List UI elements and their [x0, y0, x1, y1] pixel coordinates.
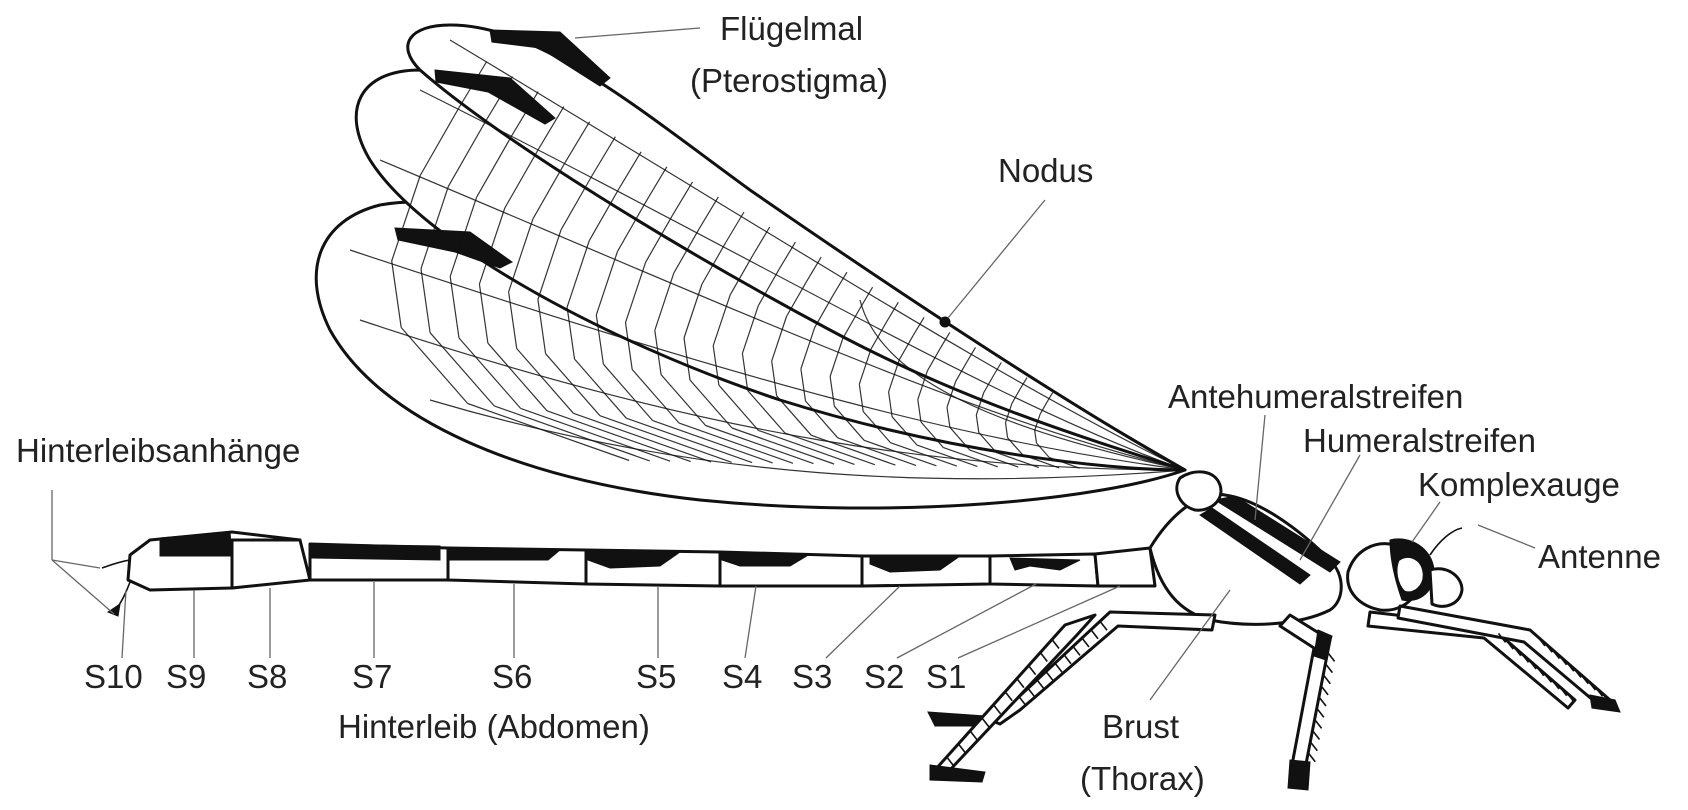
label-abdomen: Hinterleib (Abdomen) — [338, 708, 650, 745]
label-segment: S6 — [492, 658, 532, 695]
label-segment: S3 — [792, 658, 832, 695]
leader-s4 — [745, 586, 756, 658]
label-segment: S5 — [636, 658, 676, 695]
leg-spine — [1313, 731, 1320, 740]
label-compound-eye: Komplexauge — [1418, 466, 1620, 503]
leg-spine — [1319, 697, 1326, 706]
eye-highlight — [1396, 556, 1424, 592]
label-humeral: Humeralstreifen — [1303, 422, 1536, 459]
appendage-upper — [102, 560, 130, 568]
segment-s1 — [1095, 548, 1155, 586]
label-pterostigma-line1: Flügelmal — [720, 10, 863, 47]
leg-spine — [1308, 753, 1315, 762]
leg-spine — [1323, 675, 1330, 684]
face — [1430, 569, 1462, 607]
segment-s9-top — [160, 532, 232, 556]
leader-humeral — [1300, 455, 1360, 560]
label-thorax-line1: Brust — [1102, 708, 1179, 745]
leader-pterostigma — [575, 28, 700, 38]
label-pterostigma-line2: (Pterostigma) — [690, 62, 888, 99]
leader-s1 — [958, 586, 1120, 658]
head — [1348, 528, 1462, 610]
leader-compound-eye — [1412, 502, 1440, 542]
label-segment: S9 — [166, 658, 206, 695]
label-nodus: Nodus — [998, 152, 1093, 189]
label-segment: S4 — [722, 658, 762, 695]
leg-spine — [1328, 652, 1335, 661]
nodus-point — [940, 317, 950, 327]
label-appendages: Hinterleibsanhänge — [16, 432, 300, 469]
leg-spine — [1310, 742, 1317, 751]
label-segment: S10 — [84, 658, 143, 695]
leader-appendage-b — [52, 560, 114, 614]
label-thorax-line2: (Thorax) — [1080, 760, 1205, 797]
leader-s2 — [897, 584, 1036, 658]
label-antenna: Antenne — [1538, 538, 1661, 575]
leader-antenna — [1478, 525, 1535, 548]
leg-middle-tarsus — [1288, 760, 1310, 790]
label-antehumeral: Antehumeralstreifen — [1168, 378, 1463, 415]
leader-antehumeral — [1255, 415, 1265, 520]
thorax — [1150, 472, 1341, 624]
label-segment: S7 — [352, 658, 392, 695]
leader-nodus — [948, 200, 1045, 318]
abdomen — [102, 532, 1155, 616]
antenna-line — [1430, 528, 1462, 555]
legs — [928, 606, 1620, 790]
segment-s6-mark — [450, 548, 560, 560]
leg-spine — [1321, 686, 1328, 695]
leg-spine — [1325, 664, 1332, 673]
leg-spine — [1315, 719, 1322, 728]
label-segment: S2 — [864, 658, 904, 695]
leg-rear-extra-tarsus — [930, 765, 985, 782]
label-segment: S8 — [247, 658, 287, 695]
leader-s3 — [826, 586, 900, 658]
label-segment: S1 — [926, 658, 966, 695]
leg-spine — [1317, 708, 1324, 717]
wing-base — [1177, 472, 1221, 510]
segment-s8 — [232, 540, 310, 588]
segment-s7-mark — [312, 544, 440, 560]
